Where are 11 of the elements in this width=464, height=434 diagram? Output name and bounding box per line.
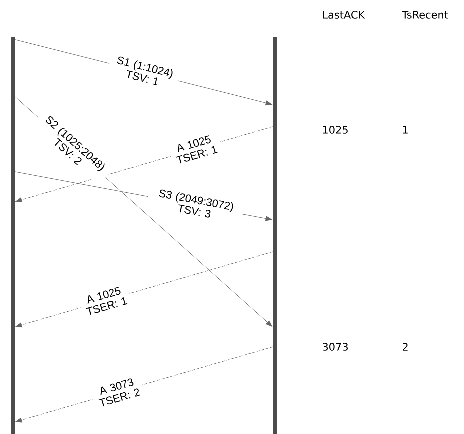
edge-label: A 1025 TSER: 1 [168, 132, 223, 166]
edge-label: A 1025 TSER: 1 [78, 284, 133, 318]
table-value: 3073 [323, 343, 348, 351]
column-header: TsRecent [402, 11, 448, 19]
lifeline-bar [273, 37, 277, 434]
table-value: 1 [403, 126, 408, 134]
table-value: 1025 [323, 126, 348, 134]
lifeline-bar [11, 37, 15, 434]
column-header: LastACK [323, 11, 366, 19]
table-value: 2 [402, 343, 408, 351]
edge-label: A 3073 TSER: 2 [90, 375, 146, 409]
